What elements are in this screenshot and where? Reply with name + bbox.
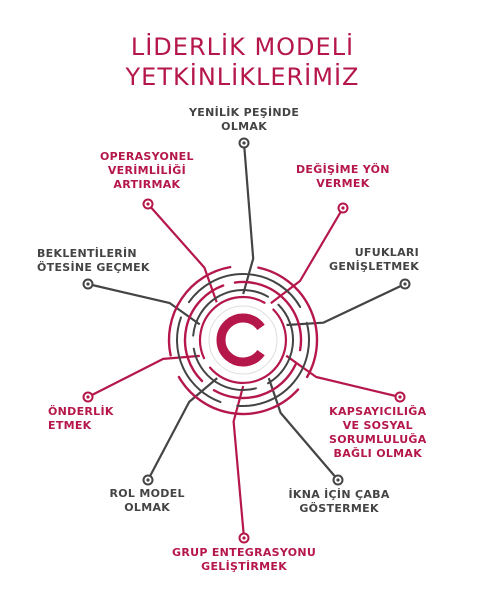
spoke-yenilik — [242, 142, 255, 295]
logo-slash — [235, 333, 249, 347]
ring-arc — [257, 266, 319, 379]
competency-label-line: BAĞLI OLMAK — [333, 447, 423, 460]
concentric-rings — [167, 265, 319, 416]
spoke-grup — [232, 385, 246, 539]
competency-label-line: ÖTESİNE GEÇMEK — [37, 261, 150, 274]
competency-label-line: VE SOSYAL — [342, 419, 413, 432]
ring-arc — [192, 347, 257, 391]
competency-label-line: ROL MODEL — [109, 487, 185, 500]
spoke-beklentiler — [87, 282, 201, 326]
competency-label-line: VERİMLİLİĞİ — [107, 164, 186, 177]
competency-label-line: GÖSTERMEK — [299, 502, 379, 515]
ring-arc — [192, 289, 269, 337]
node-dot-rol — [146, 478, 150, 482]
circle-c-logo — [208, 305, 278, 375]
spoke-onderlik — [87, 354, 200, 398]
spoke-kapsayicilik — [285, 354, 401, 399]
ring-arc — [176, 316, 222, 404]
spoke-operasyonel — [147, 203, 218, 303]
ring-arc — [212, 363, 297, 400]
ring-arc — [198, 295, 266, 360]
diagram-title-line-1: LİDERLİK MODELİ — [130, 33, 355, 61]
ring-arc — [177, 375, 300, 416]
competency-label-line: KAPSAYICILIĞA — [329, 405, 427, 418]
competency-label-line: GELİŞTİRMEK — [201, 560, 288, 573]
competency-label-line: UFUKLARI — [354, 246, 420, 259]
node-dot-yenilik — [242, 141, 246, 145]
ring-arc — [267, 303, 294, 385]
competency-label-line: OLMAK — [221, 120, 268, 133]
logo-c-stroke — [216, 313, 265, 367]
spoke-rol — [147, 377, 218, 481]
spoke-ikna — [267, 377, 339, 481]
node-dot-grup — [242, 536, 246, 540]
spoke-ufuklari — [286, 283, 406, 327]
competency-label-line: İKNA İÇİN ÇABA — [288, 488, 390, 501]
node-dot-operasyonel — [146, 202, 150, 206]
ring-arc — [236, 321, 310, 407]
competency-label-line: ETMEK — [48, 419, 92, 432]
ring-arc — [167, 265, 232, 357]
ring-arc — [233, 280, 303, 352]
competency-label-line: ÖNDERLİK — [48, 405, 114, 418]
competency-label-line: VERMEK — [316, 177, 370, 190]
ring-arc — [183, 284, 225, 383]
node-dot-kapsayicilik — [398, 395, 402, 399]
node-dot-ufuklari — [403, 282, 407, 286]
competency-label-line: OPERASYONEL — [100, 150, 194, 163]
competency-label-line: YENİLİK PEŞİNDE — [189, 106, 300, 119]
node-dot-beklentiler — [86, 282, 90, 286]
node-dot-degisime — [341, 206, 345, 210]
diagram-title-line-2: YETKİNLİKLERİMİZ — [125, 63, 360, 91]
competency-label-line: GENİŞLETMEK — [329, 260, 420, 273]
competency-label-line: SORUMLULUĞA — [329, 433, 427, 446]
ring-arc — [187, 273, 302, 308]
competency-label-line: BEKLENTİLERİN — [37, 247, 137, 260]
node-dot-ikna — [336, 478, 340, 482]
node-dot-onderlik — [86, 395, 90, 399]
competency-label-line: GRUP ENTEGRASYONU — [172, 546, 317, 559]
competency-label-line: ARTIRMAK — [113, 178, 181, 191]
competency-label-line: DEĞİŞİME YÖN — [296, 163, 390, 176]
competency-label-line: OLMAK — [124, 501, 171, 514]
ring-arc — [208, 308, 288, 385]
